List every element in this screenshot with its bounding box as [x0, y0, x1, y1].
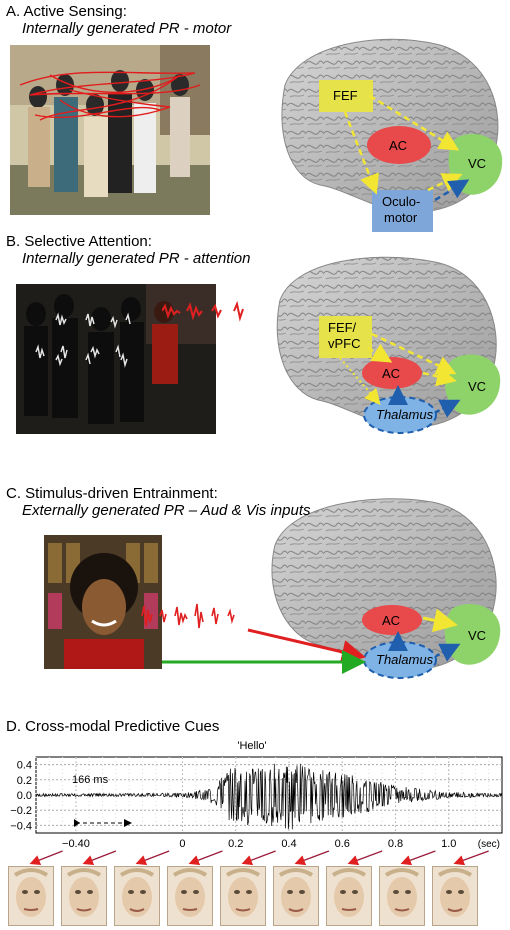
face-thumbnail	[221, 867, 265, 925]
face-thumbnail	[327, 867, 371, 925]
fef-to-ac-arrow-b	[367, 343, 393, 363]
panel-c-title: C. Stimulus-driven Entrainment:	[6, 485, 218, 502]
frame-arrow	[347, 850, 383, 865]
selective-attention-scene-image	[16, 284, 216, 434]
face-thumbnail	[9, 867, 53, 925]
y-tick-label: 0.4	[17, 760, 32, 772]
video-frame	[432, 866, 478, 926]
fef-vpfc-label-1: FEF/	[328, 320, 357, 335]
ac-label-b: AC	[382, 366, 401, 381]
chart-title: 'Hello'	[237, 740, 266, 752]
ac-to-vc-arrow-b	[422, 366, 457, 387]
x-tick-label: 0	[179, 838, 185, 850]
x-tick-label: 1.0	[441, 838, 456, 850]
entraining-speech-waveform	[141, 603, 235, 629]
y-tick-label: −0.2	[10, 805, 32, 817]
ac-to-vc-arrow-c	[422, 608, 458, 633]
video-frame	[114, 866, 160, 926]
frame-arrows	[29, 850, 489, 865]
panel-b-title: B. Selective Attention:	[6, 233, 152, 250]
attended-speech-waveform	[162, 300, 244, 322]
thalamus-to-vc-arrow-c	[435, 643, 461, 662]
frame-arrow	[188, 850, 223, 865]
x-unit-label: (sec)	[478, 839, 500, 850]
face-thumbnail	[115, 867, 159, 925]
video-frame	[167, 866, 213, 926]
video-frame	[8, 866, 54, 926]
thalamus-label-b: Thalamus	[376, 407, 434, 422]
thalamus-to-vc-arrow-b	[435, 399, 461, 418]
frame-arrow	[400, 850, 436, 865]
x-tick-label: 0.2	[228, 838, 243, 850]
frame-arrow	[135, 850, 170, 865]
fef-vpfc-region	[319, 316, 372, 358]
vc-label-c: VC	[468, 628, 487, 643]
ac-region-b	[362, 357, 422, 389]
speech-waveform-trace	[35, 763, 503, 830]
x-tick-label: 0.8	[388, 838, 403, 850]
oculomotor-to-vc-arrow	[434, 179, 470, 202]
frame-arrow	[453, 850, 489, 865]
fef-vpfc-label-2: vPFC	[328, 336, 361, 351]
panel-a-title: A. Active Sensing:	[6, 3, 127, 20]
latency-annotation: 166 ms	[72, 774, 109, 786]
fef-to-vc-arrow-a	[369, 94, 460, 151]
auditory-input-arrow	[247, 628, 366, 664]
face-thumbnail	[168, 867, 212, 925]
latency-arrow-tail	[74, 819, 80, 827]
video-frame	[61, 866, 107, 926]
vc-label-b: VC	[468, 379, 487, 394]
video-frame	[220, 866, 266, 926]
oculomotor-label-1: Oculo-	[382, 194, 421, 209]
oculomotor-region	[372, 190, 433, 232]
face-thumbnail	[274, 867, 318, 925]
fef-region-a	[319, 80, 373, 112]
y-tick-label: 0.2	[17, 775, 32, 787]
fef-to-vc-arrow-b	[371, 332, 457, 375]
x-tick-labels: −0.40 0 0.2 0.4 0.6 0.8 1.0 (sec)	[62, 838, 500, 850]
x-tick-label: 0.4	[281, 838, 296, 850]
vc-label-a: VC	[468, 156, 487, 171]
panel-d-title: D. Cross-modal Predictive Cues	[6, 718, 220, 735]
video-frame	[379, 866, 425, 926]
frame-arrow	[294, 850, 330, 865]
fef-to-oculomotor-arrow	[343, 111, 379, 195]
video-frame	[326, 866, 372, 926]
oculomotor-label-2: motor	[384, 210, 418, 225]
frame-arrow	[29, 850, 63, 865]
video-frame	[273, 866, 319, 926]
x-tick-label: −0.40	[62, 838, 90, 850]
frame-arrow	[241, 850, 276, 865]
y-tick-labels: 0.4 0.2 0.0 −0.2 −0.4	[10, 760, 32, 833]
y-tick-label: 0.0	[17, 790, 32, 802]
face-thumbnail	[380, 867, 424, 925]
ac-to-vc-arrow-a	[427, 173, 463, 192]
face-thumbnail	[433, 867, 477, 925]
ac-region-a	[367, 126, 431, 164]
vc-region-b	[444, 354, 501, 415]
ac-label-a: AC	[389, 138, 408, 153]
panel-c-subtitle: Externally generated PR – Aud & Vis inpu…	[22, 502, 311, 519]
frame-arrow	[82, 850, 117, 865]
panel-a-subtitle: Internally generated PR - motor	[22, 20, 232, 37]
thalamus-label-c: Thalamus	[376, 652, 434, 667]
face-thumbnail	[62, 867, 106, 925]
ac-region-c	[362, 605, 422, 635]
x-tick-label: 0.6	[335, 838, 350, 850]
panel-b-subtitle: Internally generated PR - attention	[22, 250, 251, 267]
y-tick-label: −0.4	[10, 820, 32, 832]
ac-label-c: AC	[382, 613, 401, 628]
fef-label-a: FEF	[333, 88, 358, 103]
party-scene-image	[10, 45, 210, 215]
